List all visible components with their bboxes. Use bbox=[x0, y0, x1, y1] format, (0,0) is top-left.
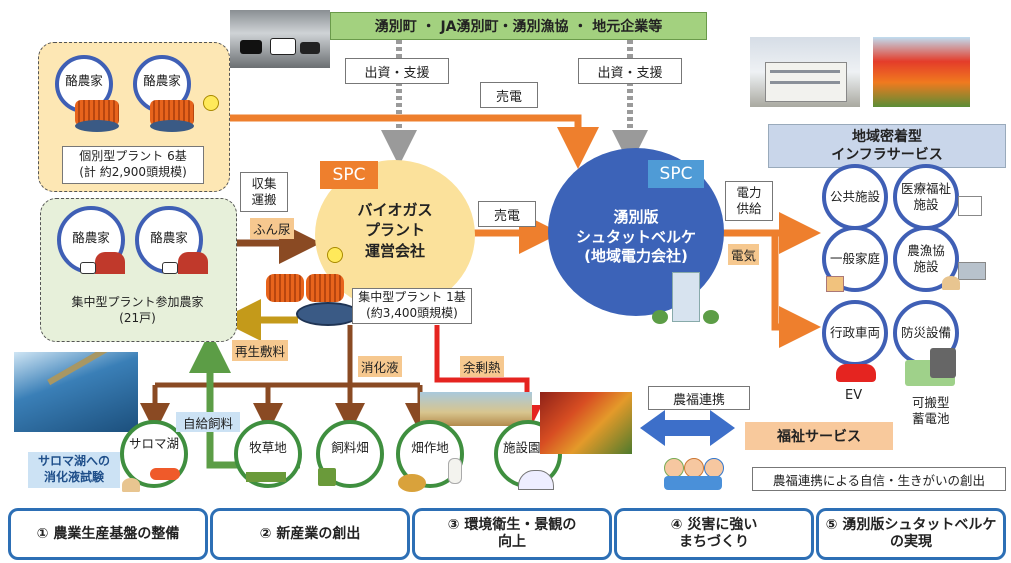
scallop-icon bbox=[122, 478, 140, 492]
surplus-heat-label: 余剰熱 bbox=[460, 356, 504, 377]
biogas-plant-caption: 集中型プラント 1基 (約3,400頭規模) bbox=[352, 288, 472, 324]
farm-label: 酪農家 bbox=[65, 73, 103, 88]
factory-icon bbox=[958, 262, 986, 280]
tree-icon bbox=[703, 310, 719, 324]
node-govt-vehicle: 行政車両 bbox=[822, 300, 888, 366]
goal-1: ① 農業生産基盤の整備 bbox=[8, 508, 208, 560]
node-public-facility: 公共施設 bbox=[822, 164, 888, 230]
collection-label: 収集 運搬 bbox=[240, 172, 288, 212]
barn-icon bbox=[95, 252, 125, 274]
farm-label: 酪農家 bbox=[72, 230, 110, 245]
radish-icon bbox=[448, 458, 462, 484]
barn-icon bbox=[178, 252, 208, 274]
tulip-field-photo bbox=[873, 37, 970, 107]
individual-plant-caption: 個別型プラント 6基 (計 約2,900頭規模) bbox=[62, 146, 204, 184]
agri-welfare-collab-label: 農福連携 bbox=[648, 386, 750, 410]
use-feed-field: 飼料畑 bbox=[316, 420, 384, 488]
digestate-label: 消化液 bbox=[358, 356, 402, 377]
power-supply-label: 電力 供給 bbox=[725, 181, 773, 221]
ev-label: EV bbox=[845, 388, 863, 403]
town-hall-photo bbox=[750, 37, 860, 107]
use-pasture: 牧草地 bbox=[234, 420, 302, 488]
community-title: 地域密着型 インフラサービス bbox=[768, 124, 1006, 168]
ev-car-icon bbox=[836, 364, 876, 382]
produce-photo bbox=[540, 392, 632, 454]
corn-icon bbox=[318, 468, 336, 486]
node-medical-welfare: 医療福祉 施設 bbox=[893, 164, 959, 230]
sale-label-2: 売電 bbox=[478, 201, 536, 227]
farm-label: 酪農家 bbox=[150, 230, 188, 245]
hospital-icon bbox=[958, 196, 982, 216]
goal-3: ③ 環境衛生・景観の 向上 bbox=[412, 508, 612, 560]
recycled-bedding-label: 再生敷料 bbox=[232, 340, 289, 361]
power-branch-arrow bbox=[771, 233, 821, 348]
biogas-spc-badge: SPC bbox=[320, 161, 378, 189]
sale-label-1: 売電 bbox=[480, 82, 538, 108]
goal-2: ② 新産業の創出 bbox=[210, 508, 410, 560]
goal-5: ⑤ 湧別版シュタットベルケの実現 bbox=[816, 508, 1006, 560]
central-farms-caption: 集中型プラント参加農家 (21戸) bbox=[71, 295, 204, 325]
electricity-label: 電気 bbox=[728, 244, 760, 265]
tree-icon bbox=[652, 310, 668, 324]
goal-4: ④ 災害に強い まちづくり bbox=[614, 508, 814, 560]
digester-tank-icon bbox=[306, 274, 344, 302]
saroma-test-label: サロマ湖への 消化液試験 bbox=[28, 452, 120, 488]
power-spc-badge: SPC bbox=[648, 160, 704, 188]
biogas-title: バイオガス プラント 運営会社 bbox=[357, 201, 433, 260]
scallop-icon bbox=[942, 276, 960, 290]
sale-arrow-top bbox=[230, 114, 599, 169]
people-icon bbox=[664, 458, 724, 490]
cow-icon bbox=[162, 262, 178, 274]
cow-barn-photo bbox=[230, 10, 330, 68]
welfare-service-label: 福祉サービス bbox=[745, 422, 893, 450]
welfare-arrow bbox=[640, 410, 735, 446]
shrimp-icon bbox=[150, 468, 180, 480]
digester-tank-icon bbox=[266, 274, 304, 302]
saroma-lake-aerial-photo bbox=[14, 352, 138, 432]
cow-icon bbox=[80, 262, 96, 274]
top-banner: 湧別町 ・ JA湧別町・湧別漁協 ・ 地元企業等 bbox=[330, 12, 707, 40]
investment-label-1: 出資・支援 bbox=[345, 58, 449, 84]
battery-label: 可搬型 蓄電池 bbox=[912, 395, 950, 427]
manure-label: ふん尿 bbox=[250, 218, 294, 239]
welfare-caption: 農福連携による自信・生きがいの創出 bbox=[752, 467, 1006, 491]
power-company-title: 湧別版 シュタットベルケ (地域電力会社) bbox=[575, 208, 696, 265]
investment-label-2: 出資・支援 bbox=[578, 58, 682, 84]
farm-label: 酪農家 bbox=[143, 73, 181, 88]
self-feed-label: 自給飼料 bbox=[176, 412, 240, 432]
lightbulb-icon bbox=[203, 95, 219, 111]
lightbulb-icon bbox=[327, 247, 343, 263]
building-icon bbox=[672, 272, 700, 322]
house-icon bbox=[826, 276, 844, 292]
onion-icon bbox=[398, 474, 426, 492]
grass-icon bbox=[246, 472, 286, 482]
